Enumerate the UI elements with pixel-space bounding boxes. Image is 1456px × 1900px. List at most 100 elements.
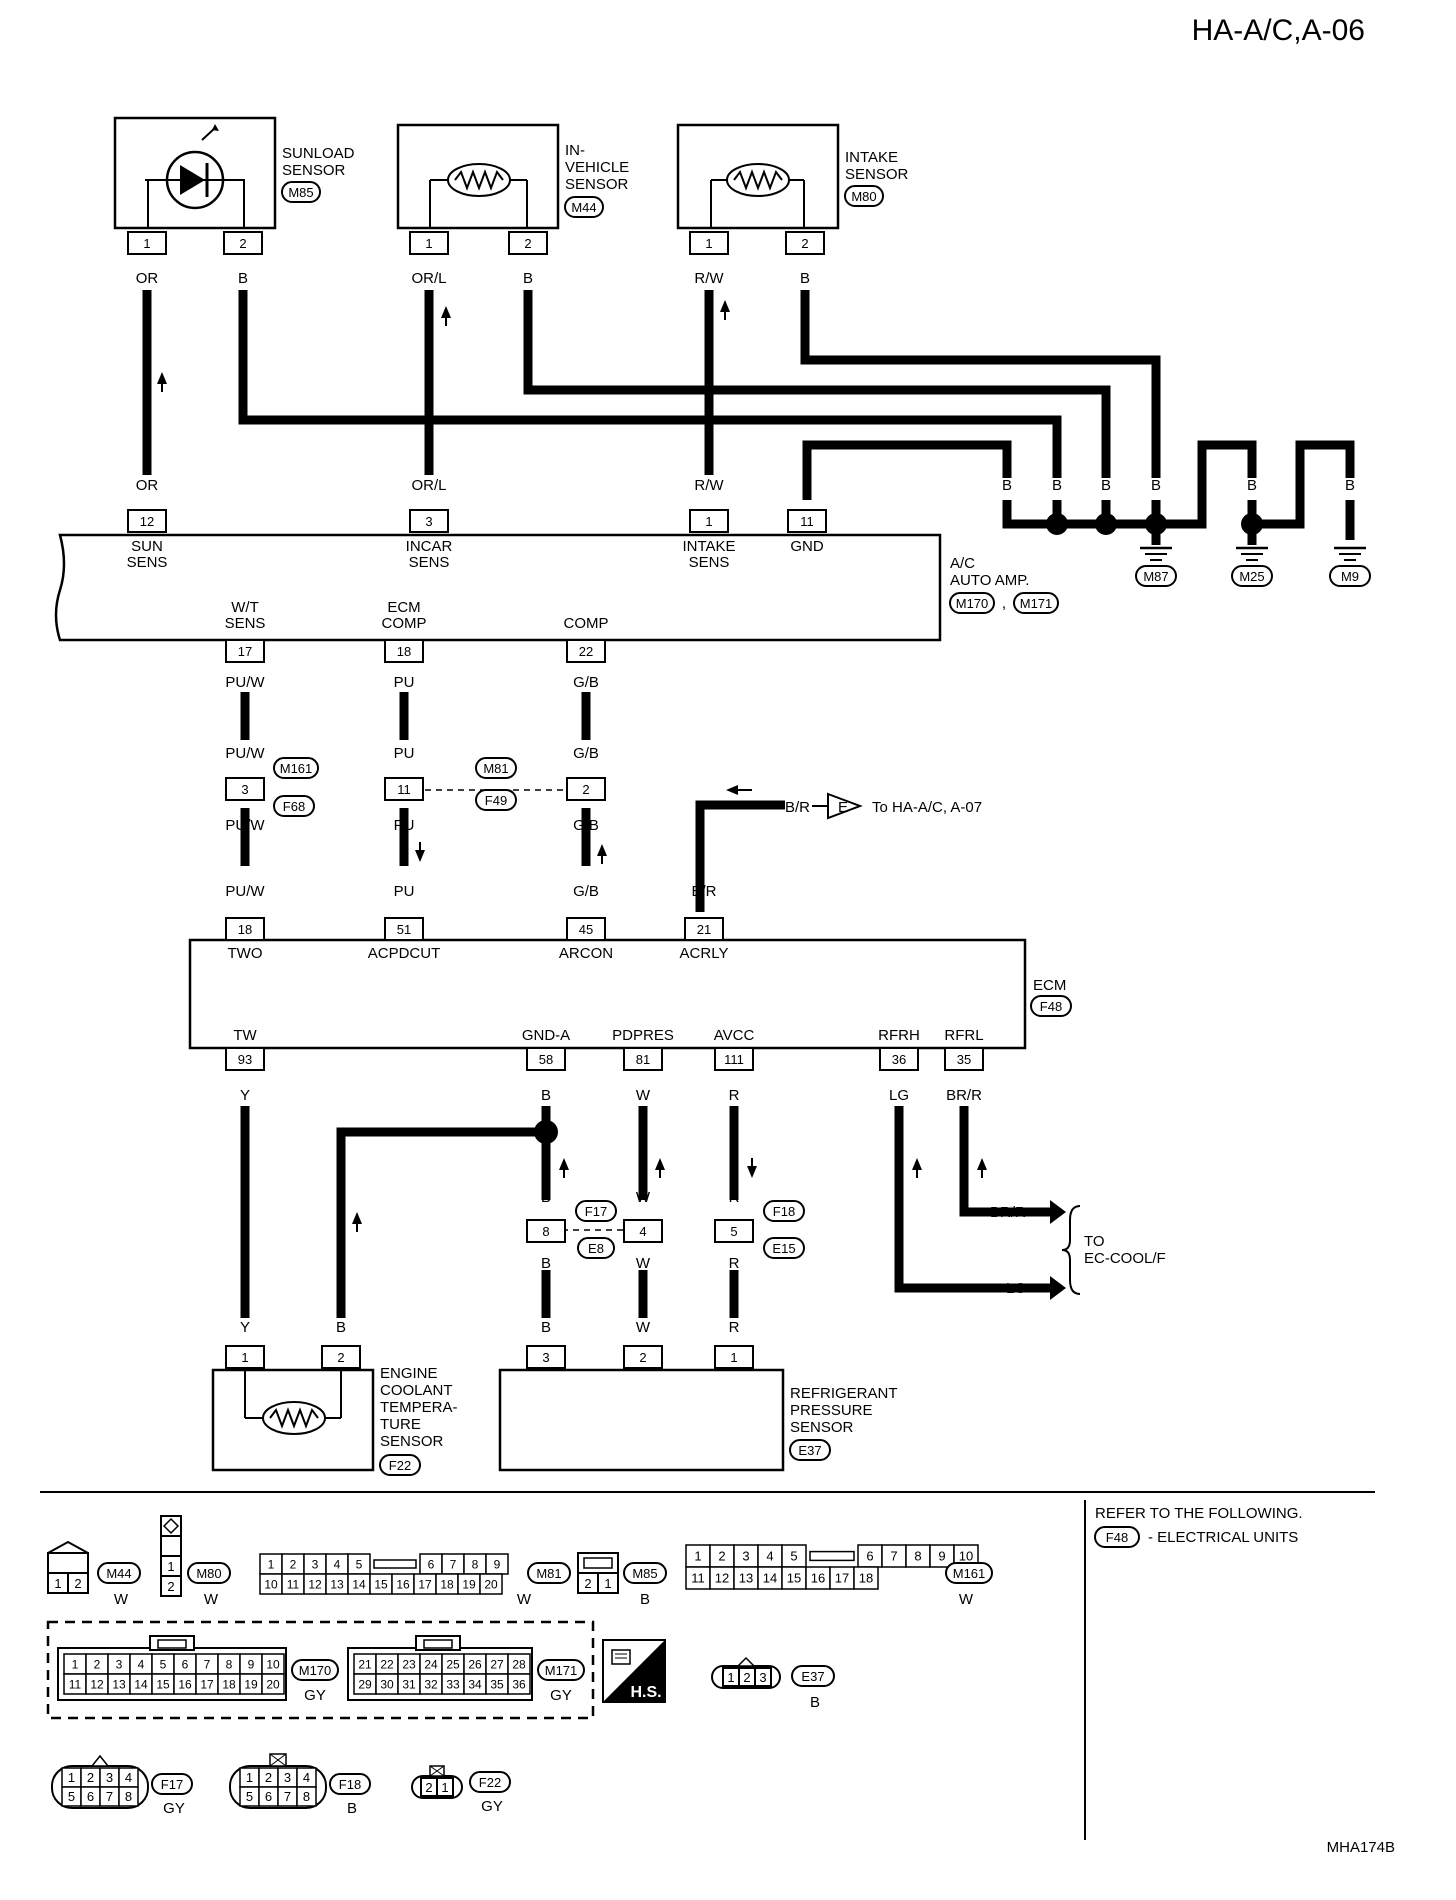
w2-wire-c: PU: [394, 817, 415, 834]
m161-color: W: [959, 1591, 974, 1608]
ref-pin-1: 1: [730, 1350, 737, 1365]
cool-text-1: TO: [1084, 1233, 1105, 1250]
f17-pin-3: 3: [106, 1770, 113, 1785]
f18-pin-2: 2: [265, 1770, 272, 1785]
amp-conn-sep: ,: [1002, 595, 1006, 612]
amp-conn-2: M171: [1020, 596, 1053, 611]
m81-pin-11: 11: [287, 1577, 300, 1591]
conn-f17: F17: [585, 1204, 607, 1219]
f17-pin-2: 2: [87, 1770, 94, 1785]
ground-m87: M87: [1135, 546, 1177, 587]
w2-conn-1: M81: [483, 761, 508, 776]
m170-pin-3: 3: [116, 1657, 123, 1671]
m44-pin-2: 2: [74, 1576, 81, 1591]
f18-color: B: [347, 1800, 357, 1817]
ground-symbols: M87 M25 M9: [1135, 546, 1371, 587]
m171-pin-25: 25: [446, 1657, 460, 1671]
m170-pin-4: 4: [138, 1657, 145, 1671]
amp-name-2: AUTO AMP.: [950, 572, 1029, 589]
amp-conn-1: M170: [956, 596, 989, 611]
w1-conn-1: M161: [280, 761, 313, 776]
m161-pin-13: 13: [739, 1571, 753, 1586]
ect-name-2: COOLANT: [380, 1382, 453, 1399]
f18-pin-4: 4: [303, 1770, 310, 1785]
m170-pin-6: 6: [182, 1657, 189, 1671]
sunload-name-2: SENSOR: [282, 162, 346, 179]
amp-bot-label-17a: W/T: [231, 599, 259, 616]
m80-id: M80: [196, 1566, 221, 1581]
f22-color: GY: [481, 1798, 503, 1815]
w1-wire-d: PU/W: [225, 883, 265, 900]
intake-name-1: INTAKE: [845, 149, 898, 166]
invehicle-name-2: VEHICLE: [565, 159, 629, 176]
m161-pin-14: 14: [763, 1571, 777, 1586]
f18-pin-7: 7: [284, 1789, 291, 1804]
ref-pin-2: 2: [639, 1350, 646, 1365]
connector-m85: 2 1 M85 B: [577, 1552, 667, 1608]
ref-name-2: PRESSURE: [790, 1402, 873, 1419]
ecm: ECM F48 18 TWO 51 ACPDCUT 45 ARCON B/R 2…: [188, 883, 1072, 1104]
gnd-wire-1: B: [1002, 477, 1012, 494]
p4-wire-b: W: [636, 1255, 651, 1272]
amp-bot-label-18b: COMP: [382, 615, 427, 632]
w2-wire-d: PU: [394, 883, 415, 900]
m171-id: M171: [545, 1663, 578, 1678]
invehicle-name-3: SENSOR: [565, 176, 629, 193]
amp-bot-label-22: COMP: [564, 615, 609, 632]
invehicle-name-1: IN-: [565, 142, 585, 159]
amp-bot-label-18a: ECM: [387, 599, 420, 616]
m81-pin-19: 19: [462, 1577, 476, 1591]
m81-pin-4: 4: [334, 1557, 341, 1571]
e37-pin-1: 1: [727, 1670, 734, 1685]
e37-color: B: [810, 1694, 820, 1711]
ground-m25: M25: [1231, 546, 1273, 587]
m171-pin-26: 26: [468, 1657, 482, 1671]
ecm-label-gnda: GND-A: [522, 1027, 570, 1044]
thermistor-icon: [244, 1370, 342, 1435]
w1-wire-b: PU/W: [225, 745, 265, 762]
m81-pin-20: 20: [484, 1577, 498, 1591]
ecm-label-two: TWO: [228, 945, 263, 962]
sunload-pin1: 1: [143, 236, 150, 251]
w3-wire-a: G/B: [573, 674, 599, 691]
current-arrows-top: [157, 300, 730, 392]
sunload-conn: M85: [288, 185, 313, 200]
ecm-wire-brr: BR/R: [946, 1087, 982, 1104]
ground-m9: M9: [1329, 546, 1371, 587]
note-line1: REFER TO THE FOLLOWING.: [1095, 1505, 1303, 1522]
m81-pin-9: 9: [494, 1557, 501, 1571]
m171-pin-22: 22: [380, 1657, 394, 1671]
lower-wires: [240, 1106, 1050, 1318]
w1-wire-c: PU/W: [225, 817, 265, 834]
refrigerant-sensor: 3 2 1 REFRIGERANT PRESSURE SENSOR E37: [498, 1345, 898, 1472]
cool-text-2: EC-COOL/F: [1084, 1250, 1166, 1267]
w1-conn-2: F68: [283, 799, 305, 814]
ecm-wire-lg: LG: [889, 1087, 909, 1104]
m171-pin-21: 21: [358, 1657, 372, 1671]
m171-pin-30: 30: [380, 1677, 394, 1691]
amp-bot-pin-17: 17: [238, 644, 252, 659]
ecm-pin-111: 111: [724, 1052, 744, 1067]
m170-pin-20-cell: [261, 1673, 285, 1695]
m85-color: B: [640, 1591, 650, 1608]
ecm-pin-21: 21: [697, 922, 711, 937]
m81-pin-12: 12: [308, 1577, 322, 1591]
amp-bot-label-17b: SENS: [225, 615, 266, 632]
a07-letter: E: [838, 799, 848, 816]
m170-pin-2: 2: [94, 1657, 101, 1671]
w3-pin: 2: [582, 782, 589, 797]
ground-m87-label: M87: [1143, 569, 1168, 584]
m81-pin-16: 16: [396, 1577, 410, 1591]
m161-pin-7: 7: [890, 1549, 897, 1564]
ground-m25-label: M25: [1239, 569, 1264, 584]
connector-group-frame: [46, 1620, 595, 1720]
ecm-label-avcc: AVCC: [714, 1027, 755, 1044]
splice-dots: [1046, 513, 1263, 535]
f18-pin-8-cell: [296, 1786, 317, 1807]
m81-pin-10: 10: [264, 1577, 278, 1591]
sunload-sensor: SUNLOAD SENSOR M85 1 2 OR B: [113, 116, 355, 287]
w1-pin: 3: [241, 782, 248, 797]
m81-pin-7: 7: [450, 1557, 457, 1571]
current-arrows-low: [352, 1158, 1066, 1300]
